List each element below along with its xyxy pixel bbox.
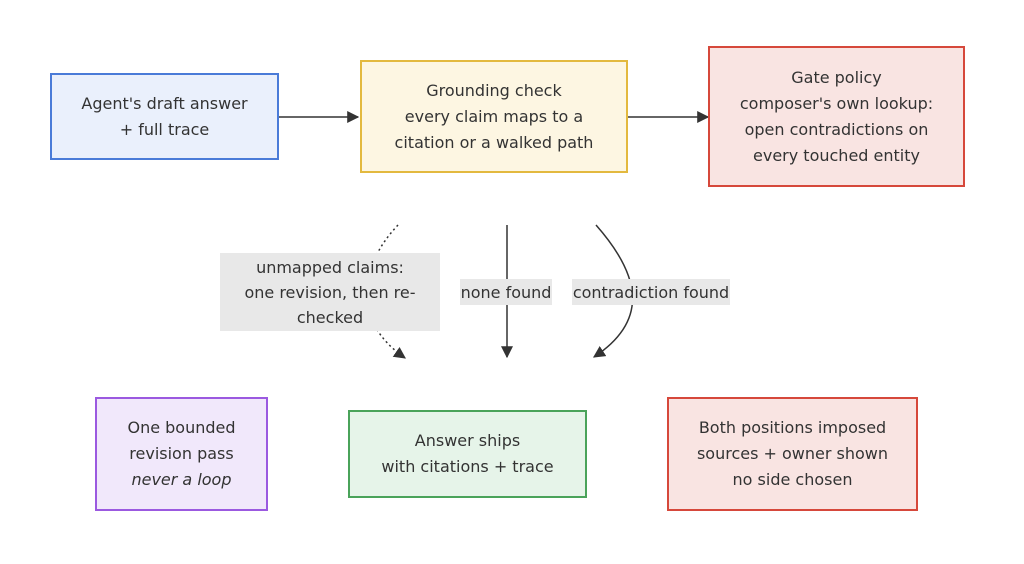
node-answer-ships: Answer ships with citations + trace — [348, 410, 587, 498]
node-gate-line1: Gate policy — [791, 67, 882, 87]
edge-label-unmapped-claims: unmapped claims: one revision, then re- … — [220, 253, 440, 331]
edge-label-none-found: none found — [460, 279, 552, 305]
node-grounding-line3: citation or a walked path — [394, 132, 594, 152]
node-grounding-line2: every claim maps to a — [404, 106, 584, 126]
node-revision-line1: One bounded — [127, 418, 236, 437]
node-both-line1: Both positions imposed — [698, 418, 887, 437]
node-draft-line2: + full trace — [119, 119, 210, 139]
node-ships-line2: with citations + trace — [381, 457, 554, 476]
node-both-positions: Both positions imposed sources + owner s… — [667, 397, 918, 511]
node-grounding-line1: Grounding check — [426, 80, 562, 100]
node-revision-pass: One bounded revision pass never a loop — [95, 397, 268, 511]
node-both-line2: sources + owner shown — [696, 444, 889, 463]
node-gate-policy: Gate policy composer's own lookup: open … — [708, 46, 965, 187]
node-gate-line2: composer's own lookup: — [739, 93, 934, 113]
edge-label-unmapped-line1: unmapped claims: — [256, 257, 404, 277]
edge-label-none-found-text: none found — [460, 282, 552, 302]
node-gate-line4: every touched entity — [753, 145, 920, 165]
node-draft-line1: Agent's draft answer — [81, 93, 248, 113]
node-revision-line3: never a loop — [131, 470, 232, 489]
node-grounding-check: Grounding check every claim maps to a ci… — [360, 60, 628, 173]
edge-label-contradiction-text: contradiction found — [572, 282, 730, 302]
node-revision-line2: revision pass — [129, 444, 234, 463]
node-gate-line3: open contradictions on — [744, 119, 929, 139]
edge-label-contradiction-found: contradiction found — [572, 279, 730, 305]
edge-label-unmapped-line2: one revision, then re- — [244, 282, 416, 302]
node-draft-answer: Agent's draft answer + full trace — [50, 73, 279, 160]
node-both-line3: no side chosen — [732, 470, 853, 489]
node-ships-line1: Answer ships — [414, 431, 521, 450]
edge-label-unmapped-line3: checked — [296, 307, 364, 327]
